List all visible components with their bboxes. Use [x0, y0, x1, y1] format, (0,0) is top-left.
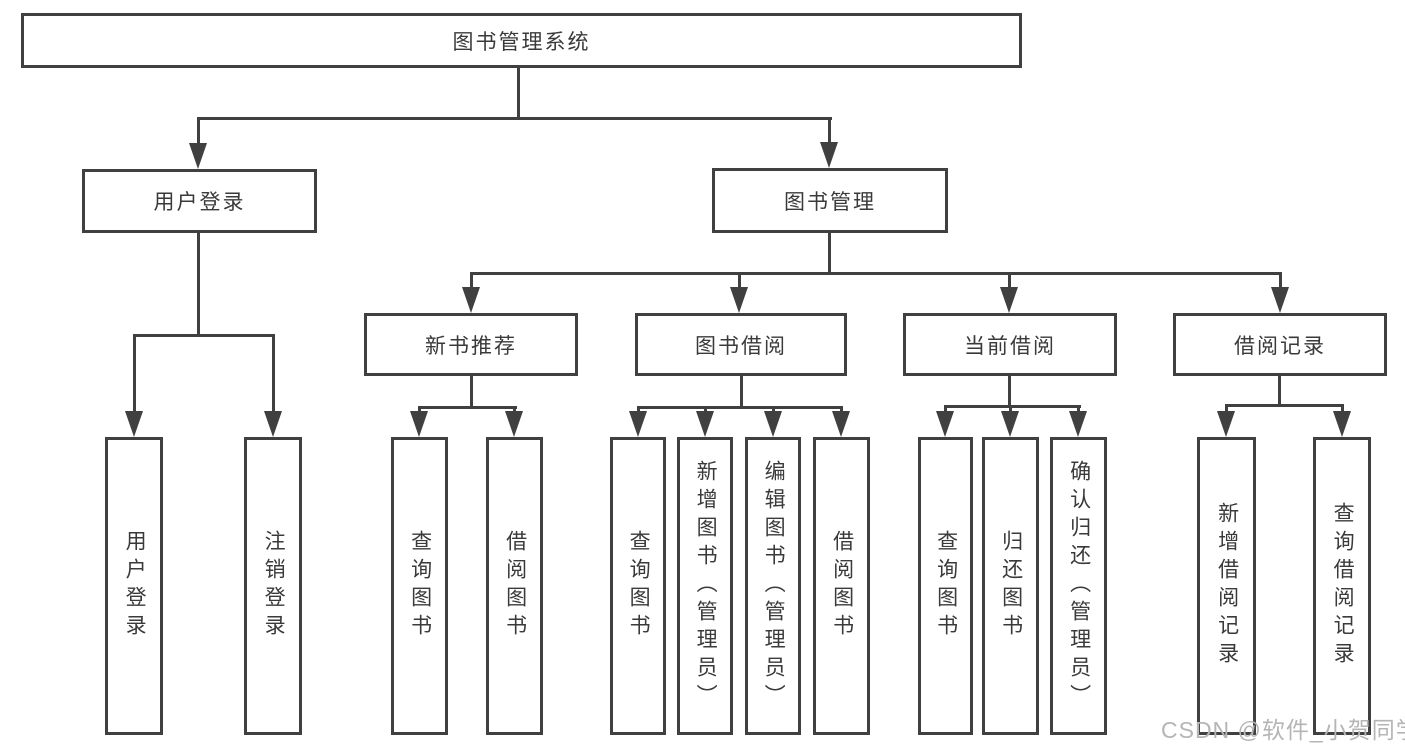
leaf-current-confirm-return-admin: 确认归还（管理员）	[1050, 437, 1107, 735]
node-user-login: 用户登录	[82, 169, 317, 233]
connector-line	[704, 406, 707, 414]
connector-line	[513, 406, 516, 414]
arrowhead-icon	[1333, 411, 1351, 437]
connector-line	[944, 405, 1081, 408]
node-label: 图书管理	[784, 190, 876, 214]
leaf-current-query-books: 查询图书	[918, 437, 973, 735]
node-label: 图书借阅	[695, 334, 787, 358]
leaf-logout: 注销登录	[244, 437, 302, 735]
arrowhead-icon	[832, 411, 850, 437]
leaf-borrow-query-books: 查询图书	[610, 437, 666, 735]
arrowhead-icon	[125, 411, 143, 437]
connector-line	[133, 334, 136, 414]
node-label: 确认归还（管理员）	[1067, 460, 1091, 712]
node-label: 新增图书（管理员）	[694, 460, 718, 712]
connector-line	[1279, 272, 1282, 290]
node-book-borrowing: 图书借阅	[635, 313, 847, 376]
arrowhead-icon	[505, 411, 523, 437]
connector-line	[1077, 405, 1080, 414]
arrowhead-icon	[1000, 287, 1018, 313]
node-label: 借阅图书	[503, 530, 527, 642]
node-label: 查询图书	[408, 530, 432, 642]
connector-line	[1225, 404, 1228, 414]
node-label: 新书推荐	[425, 334, 517, 358]
arrowhead-icon	[764, 411, 782, 437]
node-label: 查询图书	[627, 530, 651, 642]
arrowhead-icon	[189, 143, 207, 169]
connector-line	[470, 272, 473, 290]
connector-line	[1278, 376, 1281, 406]
arrowhead-icon	[820, 142, 838, 168]
connector-line	[470, 376, 473, 408]
node-label: 编辑图书（管理员）	[762, 460, 786, 712]
connector-line	[1008, 376, 1011, 407]
arrowhead-icon	[1001, 411, 1019, 437]
leaf-borrow-edit-books-admin: 编辑图书（管理员）	[745, 437, 801, 735]
arrowhead-icon	[936, 411, 954, 437]
connector-line	[517, 68, 520, 119]
arrowhead-icon	[462, 287, 480, 313]
connector-line	[637, 406, 842, 409]
leaf-records-add-record: 新增借阅记录	[1197, 437, 1256, 735]
node-label: 查询图书	[934, 530, 958, 642]
connector-line	[740, 376, 743, 408]
node-book-management: 图书管理	[712, 168, 948, 233]
node-label: 归还图书	[999, 530, 1023, 642]
connector-line	[197, 117, 832, 120]
node-borrowing-records: 借阅记录	[1173, 313, 1387, 376]
leaf-borrow-add-books-admin: 新增图书（管理员）	[677, 437, 733, 735]
connector-line	[1341, 404, 1344, 414]
node-new-book-recommend: 新书推荐	[364, 313, 578, 376]
arrowhead-icon	[410, 411, 428, 437]
node-label: 用户登录	[153, 191, 246, 214]
leaf-newbook-borrow-books: 借阅图书	[486, 437, 543, 735]
connector-line	[133, 334, 275, 337]
leaf-current-return-books: 归还图书	[982, 437, 1039, 735]
leaf-newbook-query-books: 查询图书	[391, 437, 448, 735]
leaf-records-query-record: 查询借阅记录	[1313, 437, 1371, 735]
node-current-borrowing: 当前借阅	[903, 313, 1117, 376]
connector-line	[1008, 272, 1011, 290]
connector-line	[772, 406, 775, 414]
connector-line	[418, 406, 421, 414]
node-label: 用户登录	[123, 530, 147, 642]
connector-line	[470, 272, 1282, 275]
arrowhead-icon	[696, 411, 714, 437]
node-label: 图书管理系统	[452, 30, 591, 54]
connector-line	[944, 405, 947, 414]
connector-line	[828, 233, 831, 275]
connector-line	[637, 406, 640, 414]
leaf-borrow-borrow-books: 借阅图书	[813, 437, 870, 735]
connector-line	[1009, 405, 1012, 414]
arrowhead-icon	[264, 411, 282, 437]
connector-line	[418, 406, 517, 409]
arrowhead-icon	[730, 287, 748, 313]
connector-line	[840, 406, 843, 414]
connector-line	[197, 233, 200, 336]
arrowhead-icon	[629, 411, 647, 437]
node-label: 借阅记录	[1234, 334, 1326, 358]
connector-line	[828, 117, 831, 144]
node-label: 注销登录	[262, 530, 286, 642]
watermark: CSDN @软件_小贺同学	[1161, 717, 1405, 743]
leaf-user-login: 用户登录	[105, 437, 163, 735]
node-label: 当前借阅	[964, 334, 1056, 358]
connector-line	[1225, 404, 1344, 407]
node-library-system: 图书管理系统	[21, 13, 1022, 68]
connector-line	[738, 272, 741, 290]
node-label: 借阅图书	[830, 530, 854, 642]
connector-line	[272, 334, 275, 414]
arrowhead-icon	[1069, 411, 1087, 437]
arrowhead-icon	[1217, 411, 1235, 437]
node-label: 新增借阅记录	[1215, 502, 1239, 670]
node-label: 查询借阅记录	[1331, 502, 1355, 670]
arrowhead-icon	[1271, 287, 1289, 313]
connector-line	[197, 117, 200, 145]
